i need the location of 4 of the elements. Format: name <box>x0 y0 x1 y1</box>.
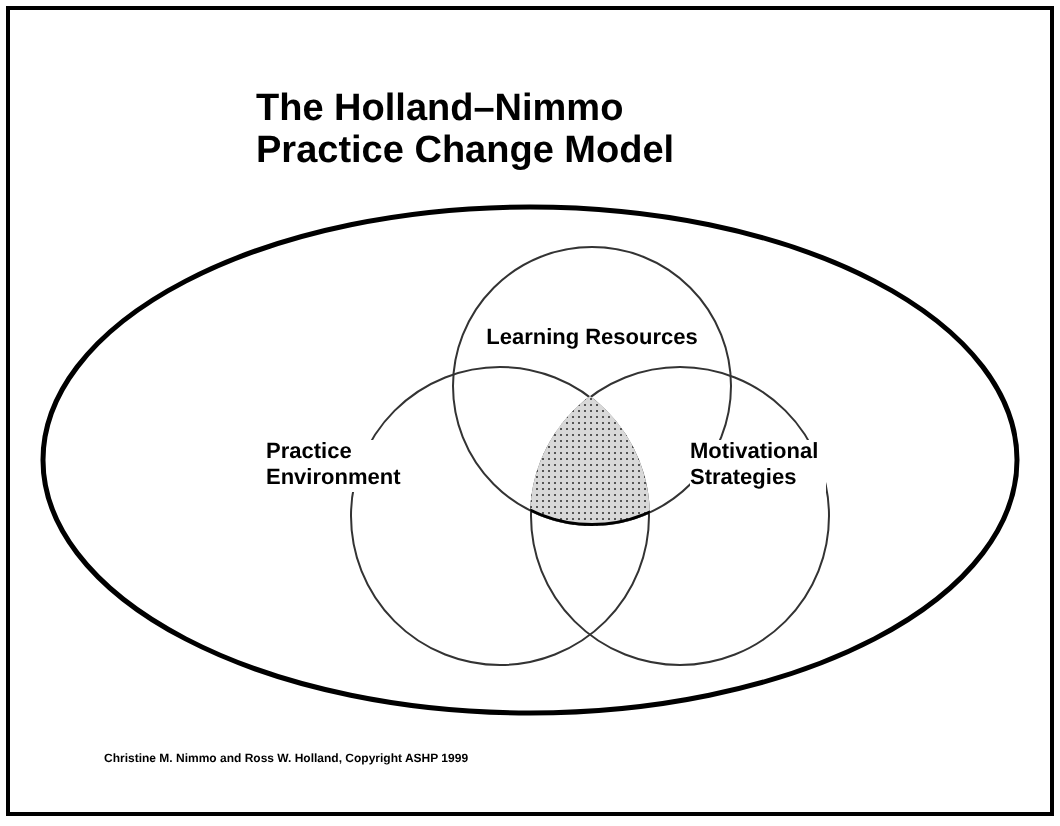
title: The Holland–Nimmo Practice Change Model <box>256 88 677 172</box>
circle-label: Practice Environment <box>266 440 406 492</box>
circle-label: Learning Resources <box>486 326 698 352</box>
circle-label: Motivational Strategies <box>690 440 826 492</box>
